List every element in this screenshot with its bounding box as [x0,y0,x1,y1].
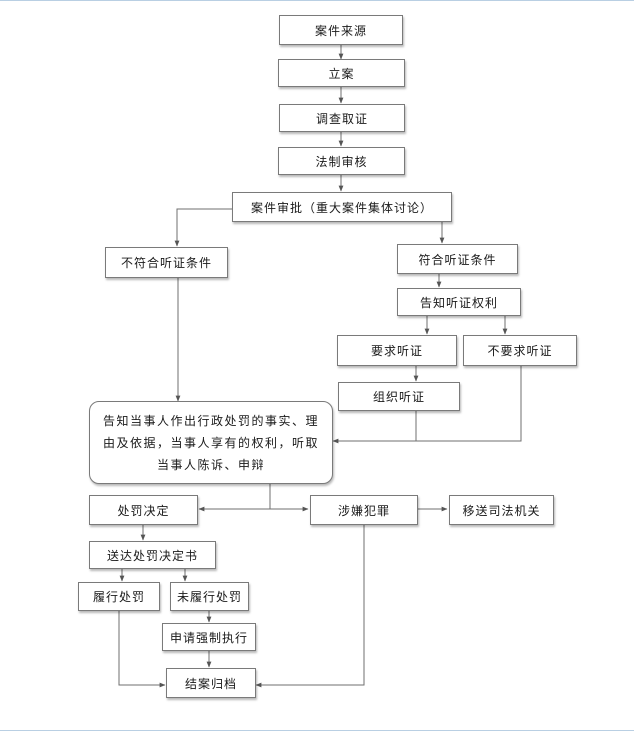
node-meets-hearing: 符合听证条件 [397,244,518,274]
node-apply-enforcement: 申请强制执行 [162,623,256,651]
node-notify-hearing-rights: 告知听证权利 [397,288,521,316]
arrow-approval-not-hearing [174,208,232,247]
node-not-meet-hearing: 不符合听证条件 [105,247,228,278]
node-investigation: 调查取证 [279,104,405,132]
node-organize-hearing: 组织听证 [338,382,460,411]
node-case-filing: 立案 [278,59,405,87]
node-case-source: 案件来源 [279,15,403,45]
node-legal-review: 法制审核 [278,147,405,175]
node-case-approval: 案件审批（重大案件集体讨论） [232,192,452,222]
node-request-hearing: 要求听证 [337,335,457,366]
arrow-organize-notify-party [332,411,417,444]
node-deliver-decision: 送达处罚决定书 [89,541,216,569]
line-no-request-notify-party [416,366,522,442]
node-penalty-not-fulfilled: 未履行处罚 [170,582,249,611]
arrow-fulfilled-close [118,611,166,688]
node-notify-party-facts: 告知当事人作出行政处罚的事实、理由及依据，当事人享有的权利，听取当事人陈诉、申辩 [89,401,333,484]
arrow-crime-close [255,525,365,688]
node-penalty-fulfilled: 履行处罚 [78,582,160,611]
node-transfer-judicial: 移送司法机关 [449,495,554,525]
node-no-request-hearing: 不要求听证 [463,335,577,366]
node-suspected-crime: 涉嫌犯罪 [310,495,418,525]
node-penalty-decision: 处罚决定 [89,495,198,525]
node-close-archive: 结案归档 [166,668,256,698]
